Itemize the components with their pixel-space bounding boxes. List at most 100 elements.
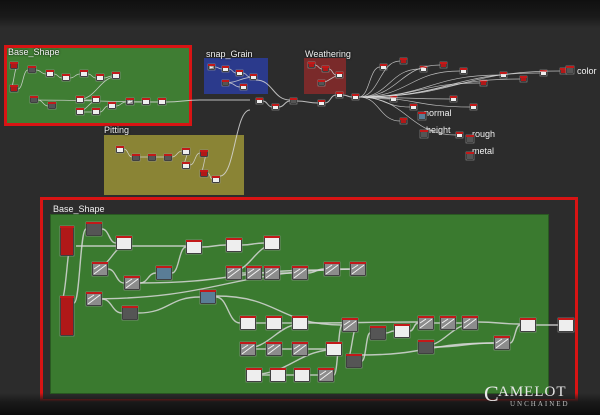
node-header[interactable]	[246, 266, 262, 268]
node-preview[interactable]	[81, 72, 87, 76]
frame-pitting[interactable]	[104, 135, 244, 195]
node-header[interactable]	[80, 70, 88, 72]
node-header[interactable]	[142, 98, 150, 100]
node-preview[interactable]	[93, 98, 99, 102]
node-header[interactable]	[466, 152, 474, 154]
node-preview[interactable]	[223, 82, 228, 85]
node-header[interactable]	[560, 68, 567, 70]
node-header[interactable]	[200, 150, 208, 152]
node-header[interactable]	[294, 368, 310, 370]
node-preview[interactable]	[49, 104, 55, 108]
node-preview[interactable]	[201, 171, 207, 176]
node-preview-stroke[interactable]	[209, 66, 214, 69]
node-header[interactable]	[28, 66, 36, 68]
node-header[interactable]	[200, 290, 216, 292]
node-preview[interactable]	[521, 320, 535, 331]
node-preview[interactable]	[323, 67, 328, 71]
node-preview-stroke[interactable]	[325, 264, 339, 275]
node-header[interactable]	[418, 316, 434, 318]
node-preview[interactable]	[201, 292, 215, 303]
node-header[interactable]	[322, 66, 329, 68]
node-preview[interactable]	[251, 76, 256, 79]
node-header[interactable]	[266, 316, 282, 318]
node-header[interactable]	[460, 68, 467, 70]
node-header[interactable]	[164, 154, 172, 156]
node-header[interactable]	[126, 98, 134, 100]
node-header[interactable]	[308, 62, 315, 64]
node-header[interactable]	[10, 62, 18, 64]
node-header[interactable]	[48, 102, 56, 104]
node-header[interactable]	[480, 80, 487, 82]
node-preview[interactable]	[395, 326, 409, 337]
node-header[interactable]	[86, 222, 102, 224]
node-header[interactable]	[272, 104, 279, 106]
node-header[interactable]	[346, 354, 362, 356]
node-header[interactable]	[326, 342, 342, 344]
node-header[interactable]	[336, 72, 343, 74]
node-preview[interactable]	[521, 77, 526, 81]
node-header[interactable]	[60, 296, 74, 298]
node-header[interactable]	[410, 104, 417, 106]
node-header[interactable]	[390, 96, 397, 98]
node-header[interactable]	[226, 238, 242, 240]
node-preview[interactable]	[353, 96, 358, 99]
node-preview[interactable]	[561, 69, 566, 73]
node-preview[interactable]	[97, 76, 103, 80]
node-preview[interactable]	[441, 63, 446, 67]
node-preview[interactable]	[271, 370, 285, 381]
node-header[interactable]	[236, 70, 243, 72]
node-header[interactable]	[200, 170, 208, 172]
node-preview[interactable]	[123, 308, 137, 319]
node-header[interactable]	[318, 100, 325, 102]
node-header[interactable]	[250, 74, 257, 76]
node-preview[interactable]	[471, 106, 476, 109]
node-preview-stroke[interactable]	[293, 344, 307, 355]
node-header[interactable]	[400, 118, 407, 120]
node-header[interactable]	[86, 292, 102, 294]
node-preview[interactable]	[77, 110, 83, 114]
node-preview[interactable]	[401, 59, 406, 63]
node-preview[interactable]	[47, 72, 53, 76]
node-header[interactable]	[264, 236, 280, 238]
node-header[interactable]	[324, 262, 340, 264]
node-preview[interactable]	[159, 100, 165, 104]
node-header[interactable]	[62, 74, 70, 76]
node-preview[interactable]	[109, 104, 115, 108]
node-preview[interactable]	[241, 318, 255, 329]
node-preview[interactable]	[241, 86, 246, 89]
node-header[interactable]	[182, 148, 190, 150]
node-preview[interactable]	[61, 297, 73, 335]
node-header[interactable]	[256, 98, 263, 100]
node-preview[interactable]	[541, 72, 546, 75]
node-header[interactable]	[92, 96, 100, 98]
node-preview[interactable]	[291, 100, 296, 103]
node-header[interactable]	[440, 316, 456, 318]
node-preview[interactable]	[183, 150, 189, 154]
node-header[interactable]	[240, 342, 256, 344]
node-preview-stroke[interactable]	[419, 318, 433, 329]
node-preview[interactable]	[117, 238, 131, 249]
node-header[interactable]	[182, 162, 190, 164]
node-header[interactable]	[264, 266, 280, 268]
node-preview[interactable]	[451, 98, 456, 101]
node-preview[interactable]	[467, 137, 473, 142]
node-header[interactable]	[420, 130, 428, 132]
node-header[interactable]	[566, 66, 574, 68]
node-preview[interactable]	[295, 370, 309, 381]
node-header[interactable]	[246, 368, 262, 370]
node-header[interactable]	[520, 318, 536, 320]
node-header[interactable]	[148, 154, 156, 156]
node-preview-stroke[interactable]	[241, 344, 255, 355]
node-header[interactable]	[470, 104, 477, 106]
node-preview[interactable]	[213, 178, 219, 182]
node-header[interactable]	[318, 80, 325, 82]
node-header[interactable]	[462, 316, 478, 318]
node-preview[interactable]	[273, 106, 278, 109]
node-preview[interactable]	[11, 86, 17, 91]
node-preview[interactable]	[61, 227, 73, 255]
node-preview-stroke[interactable]	[267, 344, 281, 355]
node-header[interactable]	[46, 70, 54, 72]
node-preview-stroke[interactable]	[351, 264, 365, 275]
node-header[interactable]	[342, 318, 358, 320]
